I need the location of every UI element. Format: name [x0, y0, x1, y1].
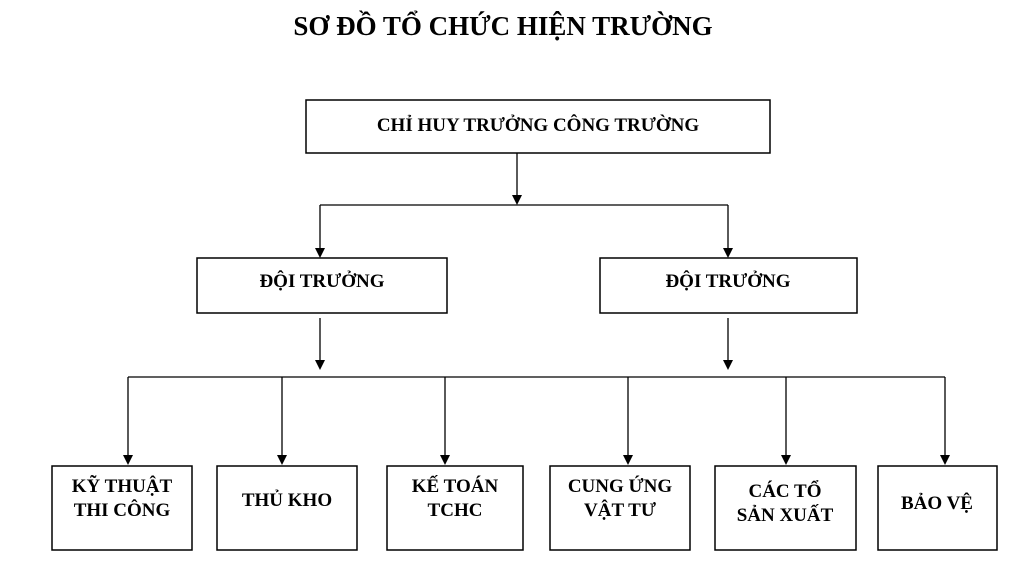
unit-label-line1: CUNG ỨNG: [568, 475, 673, 497]
unit-label-line1: BẢO VỆ: [901, 492, 973, 514]
unit-label-line2: SẢN XUẤT: [737, 504, 834, 526]
node-unit-cac-to: CÁC TỔ SẢN XUẤT: [714, 465, 857, 551]
arrowhead-icon: [940, 455, 950, 465]
unit-label-line1: THỦ KHO: [242, 489, 332, 511]
node-team-2-label: ĐỘI TRƯỞNG: [665, 270, 790, 292]
node-unit-thu-kho: THỦ KHO: [216, 465, 358, 551]
node-team-1-label: ĐỘI TRƯỞNG: [259, 270, 384, 292]
node-root: CHỈ HUY TRƯỞNG CÔNG TRƯỜNG: [305, 99, 771, 154]
node-team-1: ĐỘI TRƯỞNG: [196, 257, 448, 314]
unit-label-line2: TCHC: [428, 500, 483, 521]
unit-label-line1: KẾ TOÁN: [412, 475, 499, 497]
arrowhead-icon: [623, 455, 633, 465]
arrowhead-icon: [277, 455, 287, 465]
arrowhead-icon: [723, 360, 733, 370]
connector-root-teams: [315, 153, 733, 258]
arrowhead-icon: [123, 455, 133, 465]
arrowhead-icon: [315, 360, 325, 370]
chart-title: SƠ ĐỒ TỔ CHỨC HIỆN TRƯỜNG: [293, 10, 712, 41]
arrowhead-icon: [512, 195, 522, 205]
arrowhead-icon: [315, 248, 325, 258]
unit-label-line1: CÁC TỔ: [748, 480, 821, 502]
unit-label-line1: KỸ THUẬT: [72, 475, 173, 497]
node-unit-ky-thuat: KỸ THUẬT THI CÔNG: [51, 465, 193, 551]
node-unit-ke-toan: KẾ TOÁN TCHC: [386, 465, 524, 551]
unit-label-line2: VẬT TƯ: [584, 499, 656, 521]
arrowhead-icon: [723, 248, 733, 258]
connector-teams-units: [123, 318, 950, 465]
unit-label-line2: THI CÔNG: [74, 499, 171, 521]
node-unit-bao-ve: BẢO VỆ: [877, 465, 998, 551]
node-team-2: ĐỘI TRƯỞNG: [599, 257, 858, 314]
arrowhead-icon: [440, 455, 450, 465]
node-unit-cung-ung: CUNG ỨNG VẬT TƯ: [549, 465, 691, 551]
node-root-label: CHỈ HUY TRƯỞNG CÔNG TRƯỜNG: [377, 114, 700, 136]
arrowhead-icon: [781, 455, 791, 465]
